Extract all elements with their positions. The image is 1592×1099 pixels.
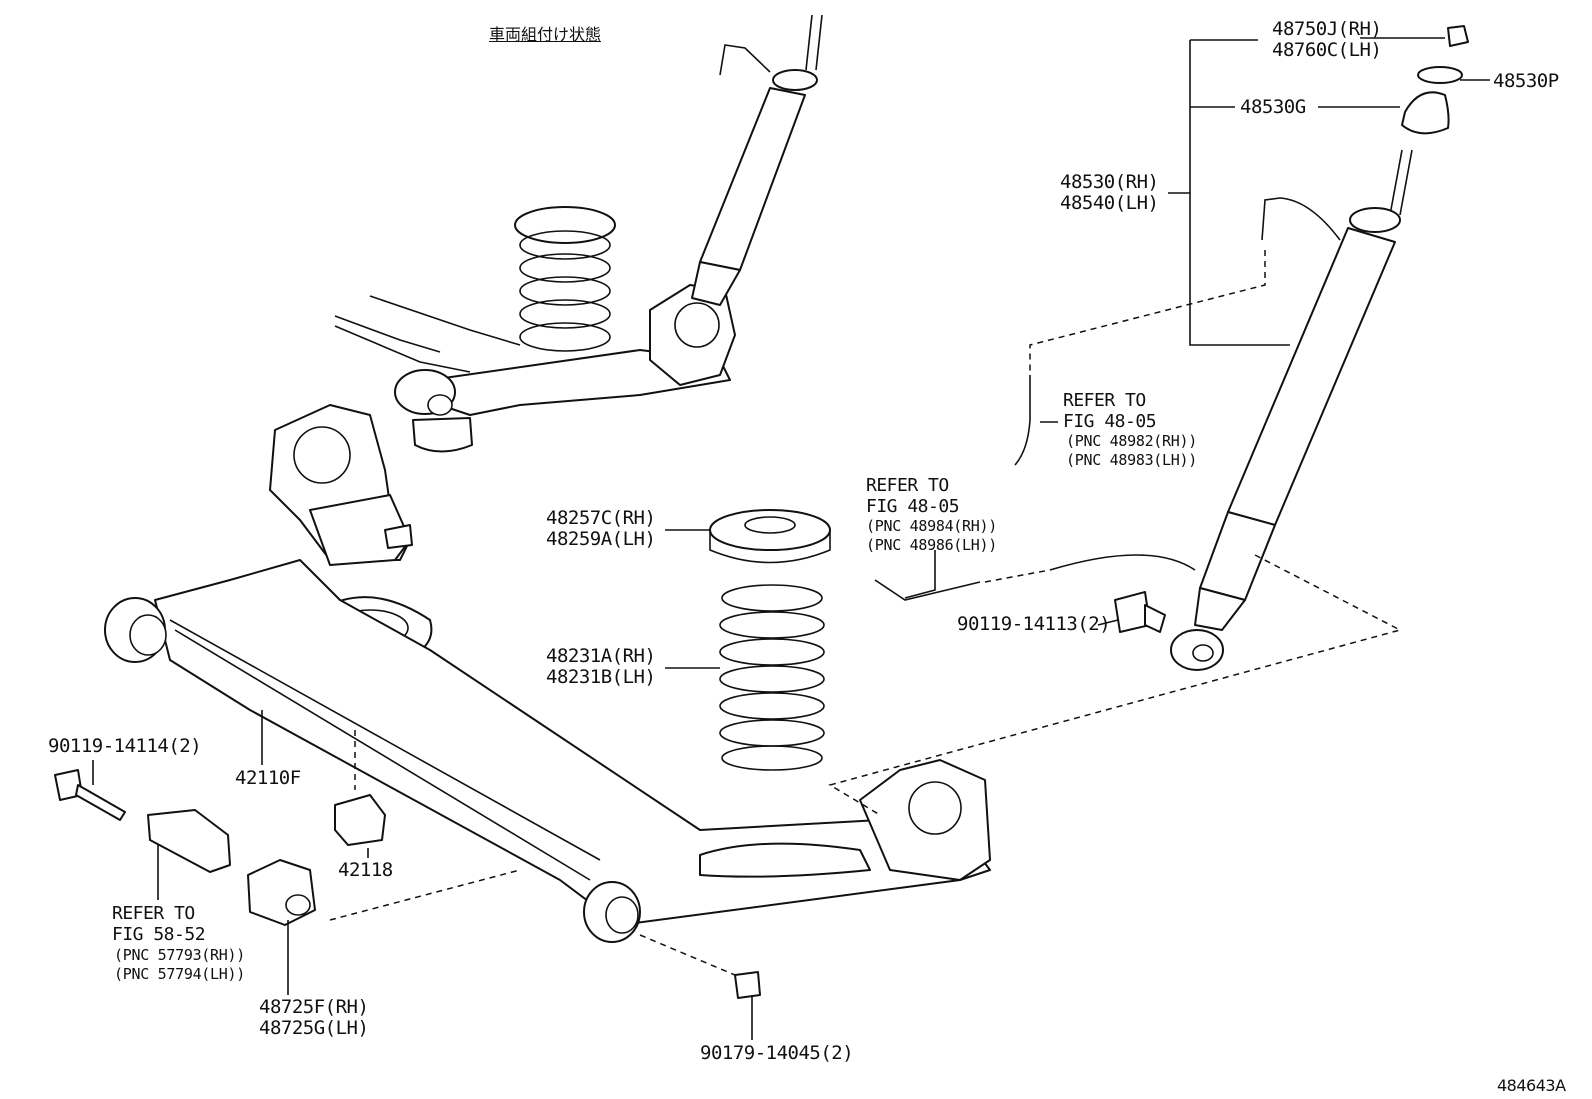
label-90119-14113[interactable]: 90119-14113(2): [957, 613, 1111, 635]
label-48231b-lh: 48231B(LH): [546, 666, 656, 688]
label-48231[interactable]: 48231A(RH) 48231B(LH): [546, 645, 656, 688]
ref-pnc-lh: (PNC 48983(LH)): [1066, 451, 1197, 469]
ref-fig-58-52[interactable]: REFER TO FIG 58-52: [112, 903, 206, 945]
label-48750j-rh: 48750J(RH): [1272, 18, 1382, 40]
ref-pnc-57793: (PNC 57793(RH)) (PNC 57794(LH)): [114, 946, 245, 984]
label-48257[interactable]: 48257C(RH) 48259A(LH): [546, 507, 656, 550]
label-48530-rh: 48530(RH): [1060, 171, 1159, 193]
shock-absorber-48530: [1170, 149, 1413, 671]
ref-pnc-lh: (PNC 48986(LH)): [866, 536, 997, 554]
label-48530p[interactable]: 48530P: [1493, 70, 1559, 92]
assembled-shock: [691, 14, 823, 306]
ref-fig-48-05-sensor[interactable]: REFER TO FIG 48-05: [866, 475, 960, 517]
axle-beam: [104, 404, 991, 943]
ref-line-1: REFER TO: [1063, 390, 1146, 411]
label-42118[interactable]: 42118: [338, 859, 393, 881]
coil-spring-48231: [719, 584, 825, 771]
ref-fig-48-05-hose[interactable]: REFER TO FIG 48-05: [1063, 390, 1157, 432]
dashed-guides: [329, 250, 1403, 976]
assembly-state-label: 車両組付け状態: [489, 25, 602, 44]
ref-pnc-rh: (PNC 48984(RH)): [866, 517, 997, 535]
label-48725[interactable]: 48725F(RH) 48725G(LH): [259, 996, 369, 1039]
bushing-42118: [334, 794, 386, 846]
ref-line-2: FIG 48-05: [866, 496, 960, 517]
label-42110f[interactable]: 42110F: [235, 767, 301, 789]
label-48530[interactable]: 48530(RH) 48540(LH): [1060, 171, 1159, 214]
assembled-spring: [514, 206, 616, 352]
ref-pnc-48984: (PNC 48984(RH)) (PNC 48986(LH)): [866, 517, 997, 555]
ref-pnc-lh: (PNC 57794(LH)): [114, 965, 245, 983]
figure-id: 484643A: [1497, 1076, 1566, 1095]
ref-pnc-rh: (PNC 57793(RH)): [114, 946, 245, 964]
spring-seat-48257: [709, 509, 831, 564]
ref-line-1: REFER TO: [112, 903, 195, 924]
label-48257c-rh: 48257C(RH): [546, 507, 656, 529]
ref-pnc-48982: (PNC 48982(RH)) (PNC 48983(LH)): [1066, 432, 1197, 470]
label-48231a-rh: 48231A(RH): [546, 645, 656, 667]
label-48750j[interactable]: 48750J(RH) 48760C(LH): [1272, 18, 1382, 61]
label-48259a-lh: 48259A(LH): [546, 528, 656, 550]
label-48725f-rh: 48725F(RH): [259, 996, 369, 1018]
label-90179-14045[interactable]: 90179-14045(2): [700, 1042, 854, 1064]
label-48760c-lh: 48760C(LH): [1272, 39, 1382, 61]
bushing-48725: [247, 859, 316, 926]
label-48540-lh: 48540(LH): [1060, 192, 1159, 214]
upper-mount-parts: [1401, 25, 1469, 135]
bolts: [54, 591, 1166, 999]
label-48725g-lh: 48725G(LH): [259, 1017, 369, 1039]
ref-pnc-rh: (PNC 48982(RH)): [1066, 432, 1197, 450]
label-90119-14114[interactable]: 90119-14114(2): [48, 735, 202, 757]
leader-lines: [92, 37, 1490, 1040]
ref-line-2: FIG 58-52: [112, 924, 206, 945]
ref-line-2: FIG 48-05: [1063, 411, 1157, 432]
brake-hoses: [874, 375, 1196, 601]
assembled-view: [334, 14, 823, 453]
label-48530g[interactable]: 48530G: [1240, 96, 1306, 118]
ref-line-1: REFER TO: [866, 475, 949, 496]
cover-57793: [147, 809, 231, 873]
